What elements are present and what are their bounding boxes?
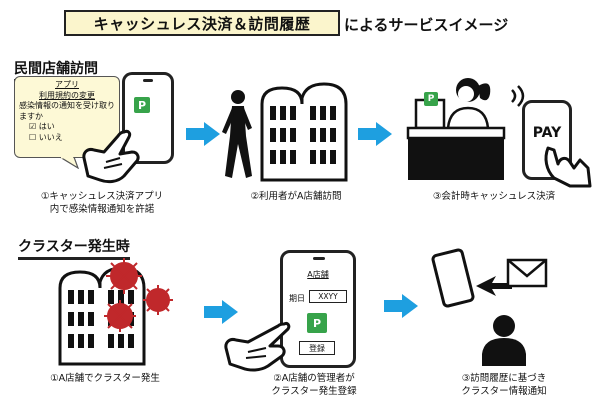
notification-phone-icon — [431, 248, 548, 366]
bubble-no-row: ☐ いいえ — [19, 133, 115, 144]
cluster-step3-caption: ③訪問履歴に基づき クラスター情報通知 — [434, 372, 574, 398]
cluster-step1-caption: ①A店舗でクラスター発生 — [50, 373, 160, 384]
arrow-right-icon — [186, 122, 220, 146]
cluster-step3-line2: クラスター情報通知 — [461, 386, 547, 397]
payment-app-badge: P — [134, 97, 150, 113]
cluster-step3-line1: ③訪問履歴に基づき — [461, 373, 547, 384]
bubble-app-label: アプリ — [55, 80, 79, 89]
phone-shop-name: A店舗 — [307, 270, 329, 279]
nfc-signal-icon — [511, 85, 525, 107]
cluster-step2-caption: ②A店舗の管理者が クラスター発生登録 — [244, 372, 384, 398]
pay-label: PAY — [532, 125, 562, 141]
cluster-step2-line1: ②A店舗の管理者が — [273, 373, 355, 384]
admin-smartphone: A店舗 期日 XXYY P 登録 — [280, 250, 356, 368]
hand-holding-phone-icon — [544, 146, 592, 188]
step1-caption: ①キャッシュレス決済アプリ 内で感染情報通知を許諾 — [22, 190, 182, 216]
phone-date-label: 期日 — [289, 294, 305, 303]
title-box: キャッシュレス決済＆訪問履歴 — [64, 10, 340, 36]
phone-date-field[interactable]: XXYY — [309, 290, 347, 303]
title-rest: によるサービスイメージ — [344, 16, 509, 34]
title-boxed-text: キャッシュレス決済＆訪問履歴 — [93, 14, 311, 33]
shop-building-icon — [260, 82, 348, 182]
walking-person-icon — [222, 90, 252, 178]
step2-caption: ②利用者がA店舗訪問 — [250, 191, 342, 202]
arrow-right-icon — [384, 294, 418, 318]
bubble-yes-row: ☑ はい — [19, 122, 115, 133]
step3-caption: ③会計時キャッシュレス決済 — [432, 191, 556, 202]
bubble-no: いいえ — [38, 132, 63, 142]
step1-caption-line1: ①キャッシュレス決済アプリ — [40, 191, 164, 202]
hand-pointer-icon — [82, 129, 140, 184]
virus-cluster-icon — [104, 258, 173, 332]
hand-pointer-icon — [224, 322, 291, 372]
arrow-right-icon — [358, 122, 392, 146]
step1-caption-line2: 内で感染情報通知を許諾 — [49, 204, 155, 215]
payment-app-badge: P — [307, 313, 327, 333]
cluster-step2-line2: クラスター発生登録 — [271, 386, 357, 397]
bubble-yes: はい — [38, 122, 55, 131]
bubble-question: 感染情報の通知を受け取りますか — [19, 101, 115, 121]
unchecked-box-icon: ☐ — [29, 132, 37, 142]
app-permission-bubble: アプリ 利用規約の変更 感染情報の通知を受け取りますか ☑ はい ☐ いいえ — [14, 76, 120, 158]
smartphone-1: P — [122, 72, 174, 164]
bubble-terms-change: 利用規約の変更 — [39, 90, 95, 100]
bubble-tail — [60, 157, 80, 169]
section-title-cluster: クラスター発生時 — [18, 236, 130, 260]
arrow-right-icon — [204, 300, 238, 324]
cashier-counter-icon — [406, 78, 506, 180]
checked-box-icon: ☑ — [29, 122, 37, 131]
register-button[interactable]: 登録 — [299, 341, 335, 355]
register-payment-badge: P — [424, 92, 438, 106]
